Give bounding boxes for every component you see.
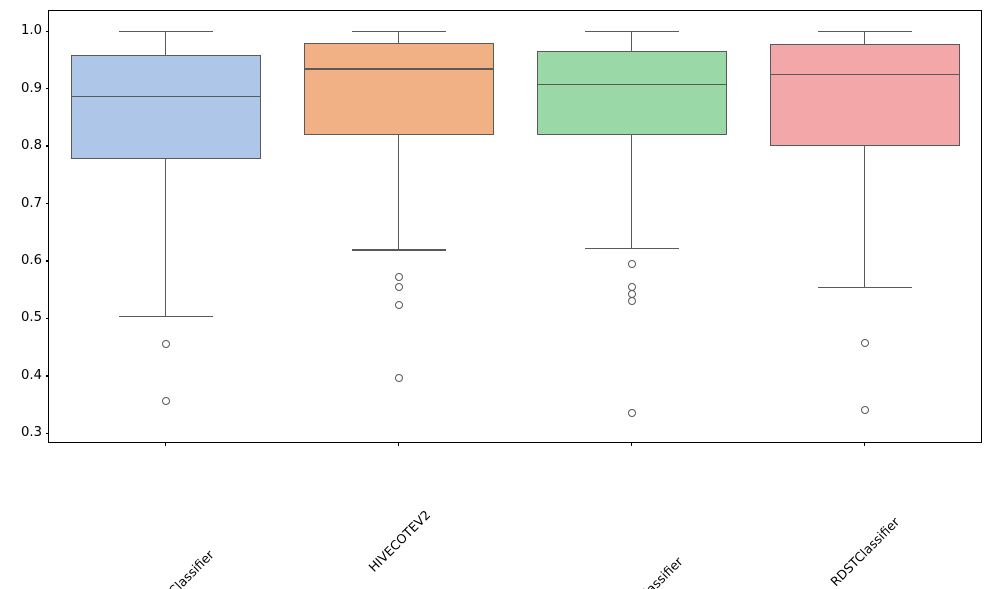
box-iqr[interactable] [536,50,727,135]
outlier-marker [860,405,869,414]
x-tick-label-text: RDSTClassifier [826,514,902,589]
x-tick-label: RDSTClassifier [827,450,966,589]
outlier-marker [394,374,403,383]
y-tick-mark [45,145,49,147]
y-tick-label: 0.4 [21,367,42,383]
y-tick-mark [45,30,49,32]
whisker-cap-upper [118,31,213,33]
y-tick-label: 1.0 [21,23,42,39]
median-line [536,83,727,86]
y-tick-mark [45,317,49,320]
y-tick-label: 0.7 [21,195,42,211]
x-tick-label: HIVECOTEV2 [365,450,490,575]
y-tick-label: 0.9 [21,80,42,96]
outlier-marker [627,259,636,268]
y-tick-label: 0.8 [21,138,42,154]
outlier-marker [627,297,636,306]
box-iqr[interactable] [70,55,261,159]
y-tick-mark [45,202,49,205]
x-tick-mark [630,442,633,446]
outlier-marker [394,282,403,291]
whisker-upper [630,31,633,51]
whisker-cap-upper [584,31,679,33]
x-tick-label-text: InceptionTimeClassifier [571,554,685,589]
y-tick-mark [45,87,49,90]
x-tick-label: FreshPRINCEClassifier [109,450,314,589]
y-tick-label: 0.5 [21,310,42,326]
whisker-upper [397,31,400,43]
whisker-cap-lower [584,247,679,249]
x-tick-label-text: FreshPRINCEClassifier [109,547,217,589]
median-line [70,96,261,98]
whisker-cap-upper [817,31,912,33]
outlier-marker [394,273,403,282]
whisker-cap-lower [817,286,912,288]
median-line [769,74,960,76]
whisker-cap-lower [118,315,213,317]
x-tick-label-text: HIVECOTEV2 [365,507,433,575]
y-tick-mark [45,260,49,262]
outlier-marker [394,300,403,309]
whisker-lower [164,158,167,316]
whisker-cap-lower [351,249,446,251]
outlier-marker [627,409,636,418]
x-tick-mark [164,442,167,446]
median-line [303,68,494,70]
y-tick-label: 0.3 [21,425,42,441]
x-tick-label: InceptionTimeClassifier [571,450,788,589]
box-iqr[interactable] [303,42,494,135]
whisker-lower [863,146,866,287]
plot-surface: 0.3 0.4 0.5 0.6 0.7 0.8 0.9 1.0FreshPRINCEClass… [21,11,981,589]
outlier-marker [860,338,869,347]
x-tick-mark [397,442,400,446]
whisker-upper [863,31,866,44]
outlier-marker [161,340,170,349]
plot-axes: 0.3 0.4 0.5 0.6 0.7 0.8 0.9 1.0FreshPRINCEClass… [21,10,982,589]
box-iqr[interactable] [769,43,960,147]
y-tick-label: 0.6 [21,252,42,268]
whisker-upper [164,31,167,56]
y-tick-mark [45,432,49,434]
y-tick-mark [45,375,49,377]
outlier-marker [161,397,170,406]
x-tick-mark [863,442,866,446]
whisker-lower [397,134,400,250]
whisker-lower [630,134,633,248]
whisker-cap-upper [351,31,446,33]
